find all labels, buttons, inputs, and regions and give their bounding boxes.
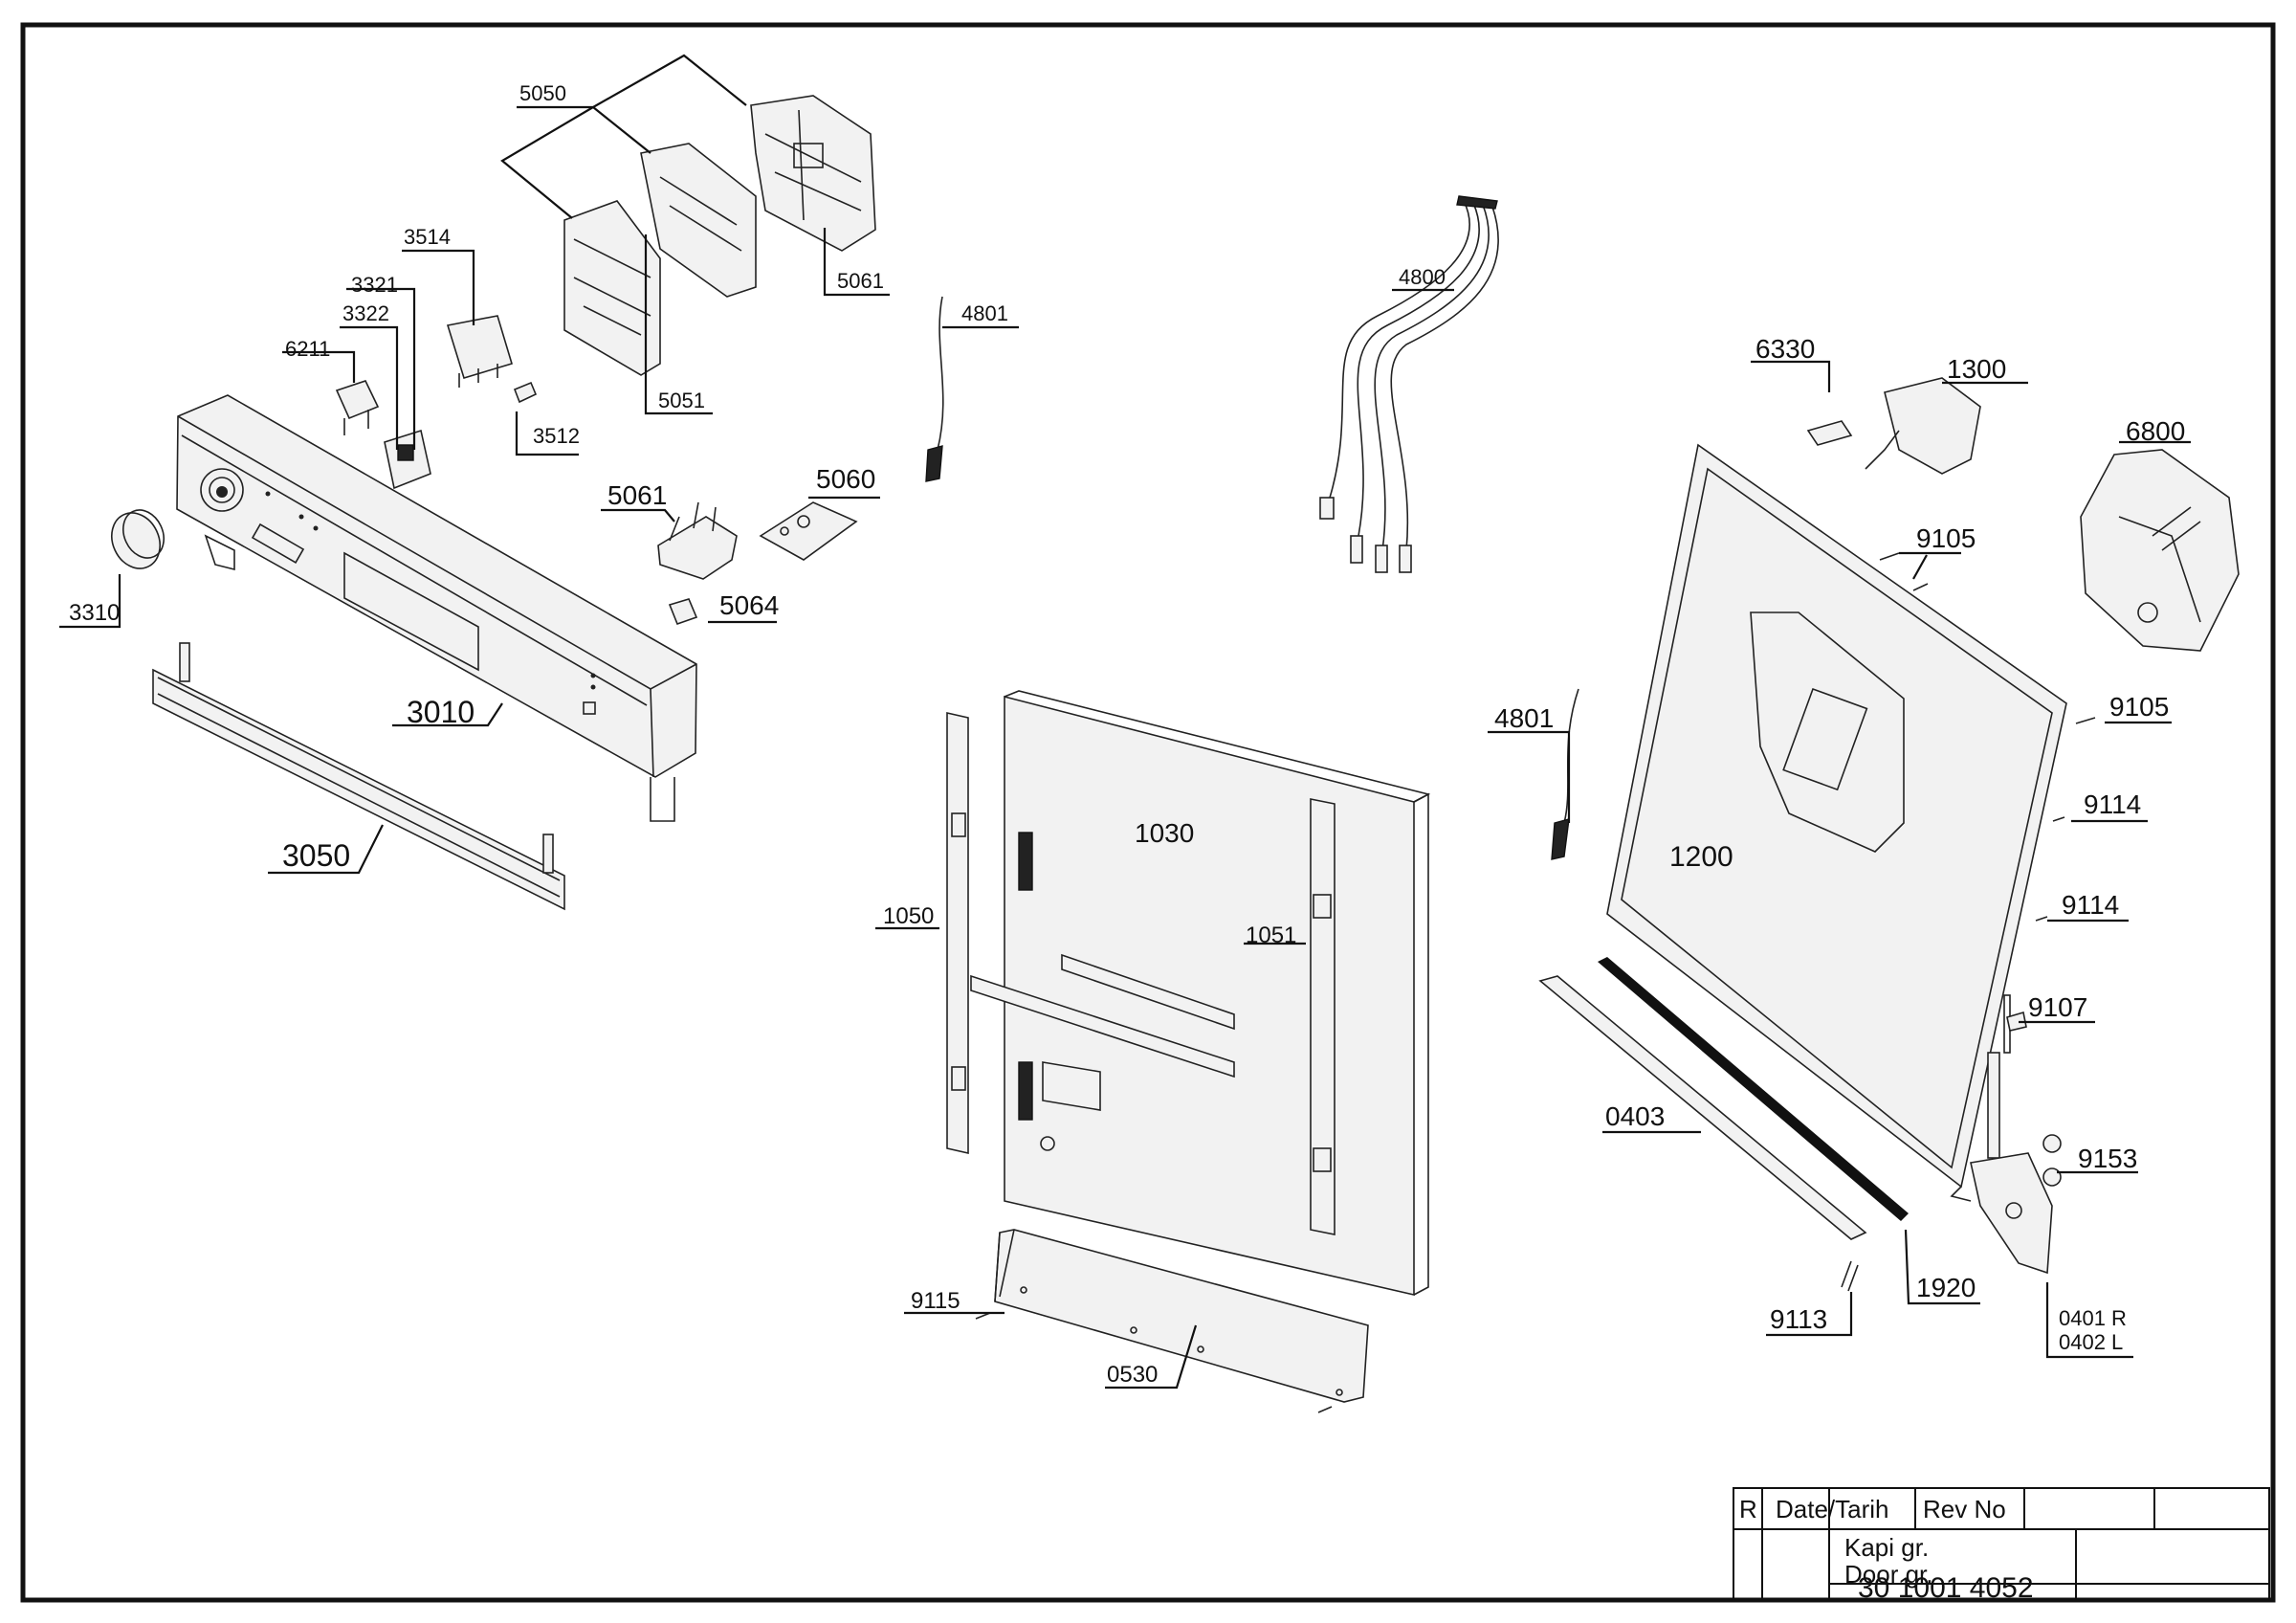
part-label: 6800 [2126, 416, 2185, 446]
wire-drawing-right [1551, 688, 1579, 860]
part-label: 1200 [1669, 841, 1733, 873]
latch-drawing [1806, 377, 1981, 475]
part-label: 9114 [2062, 890, 2119, 920]
title-block-title-tr: Kapi gr. [1844, 1533, 1929, 1562]
electronics-module-drawing [563, 95, 876, 376]
part-label: 5064 [719, 590, 779, 620]
part-label: 9107 [2028, 992, 2087, 1022]
kick-plate-drawing [975, 1229, 1369, 1413]
part-label: 9153 [2078, 1144, 2137, 1173]
hinge-drawing [1970, 994, 2062, 1275]
screw-9113-drawing [1841, 1260, 1859, 1292]
control-panel-drawing [176, 394, 697, 822]
screws-drawing [1879, 552, 2096, 922]
part-label: 3321 [351, 273, 398, 297]
title-block-date-header: Date/Tarih [1776, 1495, 1889, 1523]
knob-drawing [111, 509, 165, 569]
seal-drawing [1598, 957, 1909, 1221]
part-label: 4801 [961, 301, 1008, 325]
part-label: 3010 [407, 695, 475, 729]
part-label: 1920 [1916, 1273, 1976, 1302]
part-label: 5061 [837, 269, 884, 293]
door-outer-panel-drawing [1606, 443, 2067, 1202]
leader-lines [59, 54, 2191, 1390]
part-label: 3050 [282, 838, 350, 873]
part-label: 0402 L [2059, 1330, 2123, 1354]
part-label: 0401 R [2059, 1306, 2127, 1330]
part-label: 6330 [1755, 334, 1815, 364]
title-block-revno-header: Rev No [1923, 1495, 2006, 1523]
title-block-title-en: Door gr. [1844, 1560, 1933, 1589]
part-label: 9105 [2109, 692, 2169, 722]
harness-drawing [1319, 195, 1499, 573]
part-label: 5061 [607, 480, 667, 510]
part-labels: 5050 5061 5051 3514 3321 3322 6211 3512 … [69, 81, 2185, 1388]
part-label: 3310 [69, 600, 120, 626]
title-block-drawing-number: 30 1001 4052 [1858, 1572, 2034, 1604]
part-label: 5051 [658, 389, 705, 412]
sheet-border [20, 22, 2276, 1603]
part-label: 3514 [404, 225, 451, 249]
wire-drawing-top [925, 296, 944, 482]
part-label: 4800 [1399, 265, 1446, 289]
part-label: 3322 [342, 301, 389, 325]
title-block: R Date/Tarih Rev No Kapi gr. Door gr. 30… [1733, 1487, 2270, 1604]
small-parts-drawing [657, 501, 858, 626]
door-inner-panel-drawing [946, 690, 1431, 1297]
title-block-rev-header: R [1739, 1495, 1757, 1523]
clip-9107-drawing [2006, 1011, 2027, 1032]
part-label: 5060 [816, 464, 875, 494]
switches-drawing [335, 315, 538, 490]
part-label: 1050 [883, 903, 934, 929]
part-label: 0530 [1107, 1362, 1158, 1388]
part-label: 4801 [1494, 703, 1554, 733]
part-label: 6211 [285, 337, 330, 361]
part-label: 9115 [911, 1288, 960, 1314]
rail-drawing [152, 642, 565, 911]
part-label: 1051 [1246, 923, 1296, 948]
part-label: 1030 [1135, 818, 1194, 848]
part-label: 3512 [533, 424, 580, 448]
part-label: 9105 [1916, 523, 1976, 553]
part-label: 5050 [519, 81, 566, 105]
part-label: 0403 [1605, 1101, 1665, 1131]
dispenser-drawing [2080, 449, 2240, 652]
bar-drawing [1538, 975, 1867, 1240]
part-label: 1300 [1947, 354, 2006, 384]
part-label: 9114 [2084, 789, 2141, 819]
part-label: 9113 [1770, 1304, 1827, 1334]
